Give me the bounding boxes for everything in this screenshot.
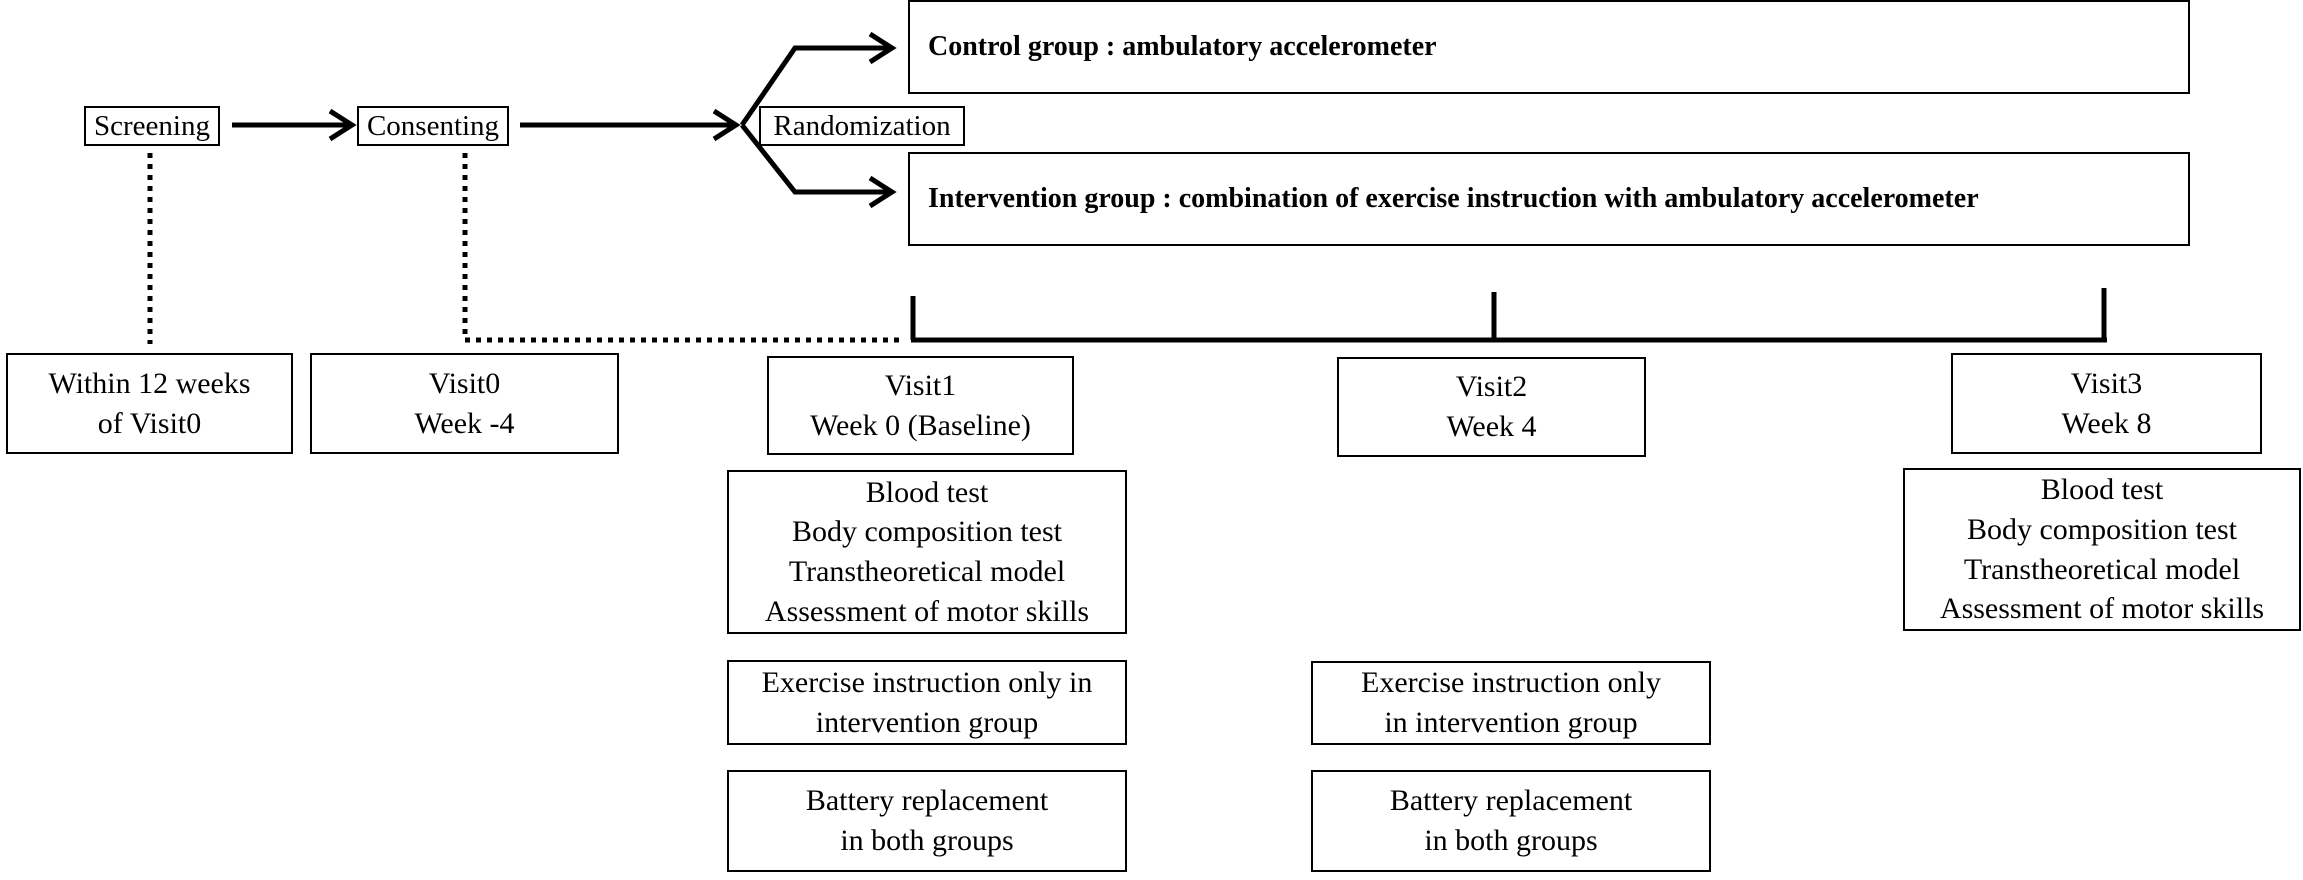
consenting-label: Consenting [366, 109, 500, 142]
assessment-item: Body composition test [1966, 512, 2237, 546]
screening-window-line-1: Within 12 weeks [48, 366, 251, 400]
exercise-line-1: Exercise instruction only [1361, 666, 1661, 700]
visit2-box: Visit2 Week 4 [1337, 357, 1646, 457]
battery-line-1: Battery replacement [805, 784, 1049, 818]
randomization-box: Randomization [759, 106, 965, 146]
intervention-group-label: Intervention group : combination of exer… [928, 182, 1979, 214]
visit2-week: Week 4 [1446, 410, 1537, 443]
visit2-battery-box: Battery replacement in both groups [1311, 770, 1711, 872]
visit3-name: Visit3 [2070, 366, 2143, 400]
visit1-battery-box: Battery replacement in both groups [727, 770, 1127, 872]
visit1-assessments-box: Blood test Body composition test Transth… [727, 470, 1127, 634]
screening-box: Screening [84, 106, 220, 146]
assessment-item: Assessment of motor skills [764, 594, 1090, 628]
consenting-box: Consenting [357, 106, 509, 146]
screening-label: Screening [94, 109, 210, 142]
arrow-to-intervention-group [740, 123, 897, 209]
visit0-week: Week -4 [414, 406, 515, 440]
assessment-item: Body composition test [791, 515, 1062, 549]
visit1-week: Week 0 (Baseline) [810, 408, 1031, 442]
visit-timeline-bracket [910, 288, 2107, 343]
battery-line-2: in both groups [840, 824, 1014, 857]
exercise-line-2: intervention group [815, 705, 1039, 739]
assessment-item: Assessment of motor skills [1939, 592, 2265, 626]
visit3-assessments-box: Blood test Body composition test Transth… [1903, 468, 2301, 631]
control-group-box: Control group : ambulatory accelerometer [908, 0, 2190, 94]
intervention-group-box: Intervention group : combination of exer… [908, 152, 2190, 246]
assessment-item: Blood test [865, 475, 989, 509]
screening-window-line-2: of Visit0 [97, 406, 202, 440]
control-group-label: Control group : ambulatory accelerometer [928, 30, 1437, 62]
visit1-exercise-box: Exercise instruction only in interventio… [727, 660, 1127, 745]
visit1-box: Visit1 Week 0 (Baseline) [767, 356, 1074, 455]
visit2-exercise-box: Exercise instruction only in interventio… [1311, 661, 1711, 745]
visit3-box: Visit3 Week 8 [1951, 353, 2262, 454]
assessment-item: Transtheoretical model [788, 555, 1066, 588]
assessment-item: Blood test [2040, 473, 2164, 507]
arrow-consenting-to-randomization [520, 108, 741, 142]
visit3-week: Week 8 [2061, 406, 2152, 440]
assessment-item: Transtheoretical model [1963, 552, 2241, 586]
visit1-name: Visit1 [884, 368, 957, 402]
visit0-name: Visit0 [428, 366, 501, 400]
battery-line-2: in both groups [1424, 824, 1598, 857]
visit0-box: Visit0 Week -4 [310, 353, 619, 454]
dotted-line-consenting-to-visit1 [462, 153, 905, 343]
arrow-to-control-group [739, 31, 897, 127]
battery-line-1: Battery replacement [1389, 784, 1633, 818]
exercise-line-1: Exercise instruction only in [761, 665, 1093, 699]
randomization-label: Randomization [773, 109, 951, 142]
screening-window-box: Within 12 weeks of Visit0 [6, 353, 293, 454]
arrow-screening-to-consenting [232, 108, 357, 142]
exercise-line-2: in intervention group [1384, 706, 1638, 739]
visit2-name: Visit2 [1455, 370, 1528, 404]
